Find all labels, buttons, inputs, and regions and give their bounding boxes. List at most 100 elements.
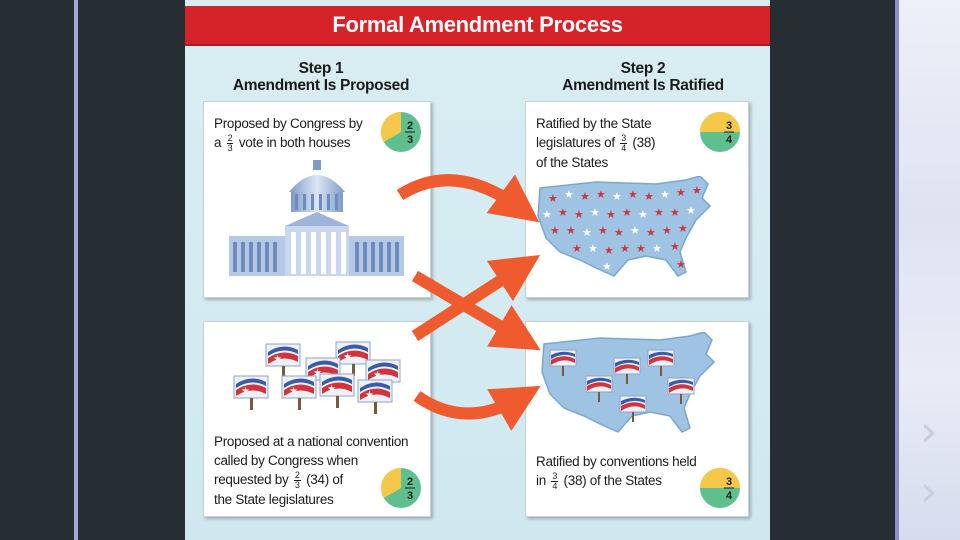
svg-text:★: ★	[604, 244, 614, 257]
step2-heading: Step 2 Amendment Is Ratified	[525, 60, 761, 94]
us-map-signs-icon	[541, 332, 716, 433]
text-line: Proposed at a national convention	[214, 434, 409, 449]
pie-numerator: 3	[726, 476, 732, 488]
svg-text:★: ★	[676, 186, 686, 199]
pie-denominator: 3	[407, 134, 413, 146]
fraction-denominator: 4	[621, 142, 626, 153]
text-fragment: (38)	[632, 135, 656, 150]
svg-text:★: ★	[542, 208, 552, 221]
svg-text:★: ★	[558, 206, 568, 219]
text-line: the State legislatures	[214, 491, 334, 507]
capitol-building-icon	[229, 160, 404, 276]
pie-numerator: 2	[407, 476, 413, 488]
svg-text:★: ★	[662, 224, 672, 237]
svg-text:★: ★	[692, 184, 702, 197]
svg-text:★: ★	[582, 226, 592, 239]
svg-text:★: ★	[550, 224, 560, 237]
svg-text:★: ★	[638, 208, 648, 221]
svg-text:★: ★	[622, 206, 632, 219]
svg-text:★: ★	[678, 222, 688, 235]
svg-text:★: ★	[602, 260, 612, 273]
svg-text:★: ★	[606, 208, 616, 221]
two-thirds-pie-icon: 2 3	[381, 112, 421, 152]
title-banner: Formal Amendment Process	[185, 6, 770, 46]
text-fragment: legislatures of	[536, 135, 615, 150]
pie-denominator: 4	[726, 490, 733, 502]
text-fragment: (34) of	[306, 472, 344, 487]
svg-text:★: ★	[670, 240, 680, 253]
fraction-denominator: 3	[227, 142, 233, 153]
svg-text:★: ★	[588, 242, 598, 255]
fraction-numerator: 2	[226, 132, 234, 144]
svg-text:★: ★	[614, 226, 624, 239]
text-fragment: requested by	[214, 472, 289, 487]
svg-text:★: ★	[676, 258, 686, 271]
fraction-numerator: 3	[620, 132, 627, 144]
two-thirds-pie-icon: 2 3	[381, 468, 421, 508]
step2-caption: Amendment Is Ratified	[562, 77, 724, 94]
svg-text:★: ★	[630, 224, 640, 237]
svg-text:★: ★	[566, 224, 576, 237]
svg-text:★: ★	[636, 242, 646, 255]
us-map-stars-icon: ★★★★★★★★★★ ★★★★★★★★★★ ★★★★★★★★★ ★★★★★★★ …	[537, 176, 712, 277]
right-decor-strip	[895, 0, 960, 540]
panel-proposed-by-convention: ★ Proposed at a national convention call…	[203, 321, 431, 517]
svg-text:★: ★	[574, 208, 584, 221]
text-line: of the States	[536, 154, 608, 170]
convention-signs-icon: ★	[233, 341, 401, 415]
pie-denominator: 4	[726, 134, 733, 146]
text-line: Ratified by the State	[536, 116, 652, 131]
text-line: Proposed by Congress by	[214, 116, 363, 131]
text-line: called by Congress when	[214, 453, 358, 468]
step1-label: Step 1	[298, 60, 344, 77]
left-accent-bar	[74, 0, 78, 540]
chevron-decor-icon: ›	[920, 466, 938, 517]
svg-text:★: ★	[660, 188, 670, 201]
fraction-numerator: 2	[293, 469, 301, 481]
text-line: Ratified by conventions held	[536, 454, 697, 469]
svg-text:★: ★	[620, 242, 630, 255]
fraction-denominator: 4	[552, 480, 558, 491]
pie-numerator: 2	[407, 120, 413, 132]
panel-text: Proposed at a national convention called…	[214, 432, 429, 509]
text-fragment: in	[536, 473, 546, 488]
svg-text:★: ★	[580, 190, 590, 203]
svg-text:★: ★	[548, 192, 558, 205]
svg-text:★: ★	[598, 224, 608, 237]
three-quarters-pie-icon: 3 4	[700, 468, 740, 508]
svg-text:★: ★	[612, 190, 622, 203]
text-fragment: (38) of the States	[563, 473, 662, 488]
svg-text:★: ★	[628, 188, 638, 201]
svg-text:★: ★	[670, 206, 680, 219]
svg-text:★: ★	[590, 206, 600, 219]
three-quarters-pie-icon: 3 4	[700, 112, 740, 152]
pie-denominator: 3	[407, 490, 413, 502]
text-fragment: vote in both houses	[238, 135, 351, 150]
svg-text:★: ★	[572, 242, 582, 255]
fraction-denominator: 3	[294, 479, 300, 490]
svg-text:★: ★	[646, 226, 656, 239]
fraction-numerator: 3	[551, 470, 559, 482]
svg-text:★: ★	[596, 188, 606, 201]
svg-text:★: ★	[654, 206, 664, 219]
state-stars: ★★★★★★★★★★ ★★★★★★★★★★ ★★★★★★★★★ ★★★★★★★ …	[542, 184, 702, 273]
right-strip-edge	[895, 0, 899, 540]
svg-text:★: ★	[686, 204, 696, 217]
diagram-title: Formal Amendment Process	[332, 12, 623, 37]
amendment-diagram: Formal Amendment Process Step 1 Amendmen…	[185, 0, 770, 540]
step2-label: Step 2	[620, 60, 666, 77]
pie-numerator: 3	[726, 120, 732, 132]
